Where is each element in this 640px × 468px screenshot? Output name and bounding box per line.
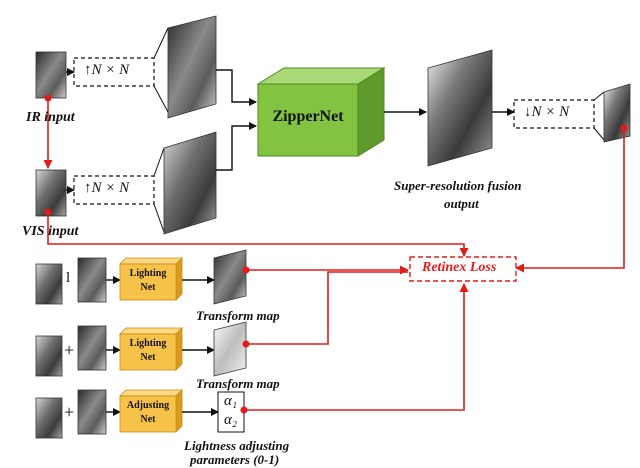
upsample-ir-label: ↑N × N — [84, 62, 130, 78]
row3-input-b — [77, 389, 107, 435]
ir-upsampled-image — [167, 15, 217, 119]
lighting-net-1-label-line2: Net — [140, 282, 156, 293]
lighting-net-2-top — [119, 327, 183, 335]
row2-input-a — [35, 335, 63, 377]
row3-input-a — [35, 397, 63, 439]
projection-line — [153, 27, 169, 59]
zippernet-label: ZipperNet — [272, 108, 344, 125]
lighting-net-1-front — [119, 263, 177, 301]
retinex-loss-label: Retinex Loss — [422, 260, 497, 275]
lighting-net-2-label-line2: Net — [140, 352, 156, 363]
arrow-ir-to-zippernet — [216, 69, 257, 106]
adjusting-net-side — [175, 389, 183, 433]
alpha-2-symbol: α₂ — [224, 412, 238, 428]
lightness-label-line1: Lightness adjusting — [184, 438, 290, 453]
vis-upsampled-image — [163, 131, 217, 235]
lighting-net-2-front — [119, 333, 177, 371]
lighting-net-1-top — [119, 257, 183, 265]
vis-input-label: VIS input — [22, 224, 79, 239]
alpha-params-box — [217, 391, 245, 433]
transform-map-2-image — [213, 321, 247, 377]
row2-input-b — [77, 325, 107, 371]
vis-input-image — [35, 169, 67, 217]
params-to-loss-link — [244, 283, 469, 411]
alpha-1-symbol: α₁ — [224, 393, 238, 409]
sr-output-image — [427, 49, 493, 167]
upsample-vis-label: ↑N × N — [84, 180, 130, 196]
map2-to-loss-link — [246, 271, 408, 345]
transform-map-2-label: Transform map — [196, 376, 280, 391]
adjusting-net-label-line1: Adjusting — [126, 400, 170, 411]
row2-operator: + — [64, 340, 75, 360]
projection-line — [153, 147, 165, 177]
row1-input-b — [77, 257, 107, 303]
arrow-vis-to-zippernet — [216, 122, 257, 171]
adjusting-net-label-line2: Net — [140, 414, 156, 425]
retinex-loss-box — [409, 256, 517, 282]
zippernet-box-side — [357, 67, 385, 157]
adjusting-net-top — [119, 389, 183, 397]
projection-line — [593, 91, 605, 101]
lighting-net-2-side — [175, 327, 183, 371]
lightness-label-line2: parameters (0-1) — [190, 452, 280, 467]
lighting-net-1-label-line1: Lighting — [129, 268, 167, 279]
projection-line — [153, 203, 165, 233]
downsample-box — [513, 99, 595, 129]
downsample-to-loss-link — [515, 128, 625, 273]
row1-input-a — [35, 263, 63, 305]
sr-output-label-line2: output — [444, 196, 479, 211]
upsample-box-ir — [73, 57, 155, 87]
zippernet-box-front — [257, 83, 359, 157]
downsample-label: ↓N × N — [524, 104, 570, 120]
upsample-box-vis — [73, 175, 155, 205]
projection-line — [593, 127, 605, 141]
downsampled-image — [603, 83, 631, 143]
transform-map-1-label: Transform map — [196, 308, 280, 323]
row3-operator: + — [64, 402, 75, 422]
vis-to-loss-link — [47, 212, 469, 257]
ir-input-label: IR input — [26, 110, 75, 125]
lighting-net-2-label-line1: Lighting — [129, 338, 167, 349]
red-node — [44, 94, 52, 102]
lighting-net-1-side — [175, 257, 183, 301]
row1-operator: l — [66, 270, 71, 286]
adjusting-net-front — [119, 395, 177, 433]
sr-output-label-line1: Super-resolution fusion — [394, 178, 522, 193]
transform-map-1-image — [213, 249, 247, 305]
ir-input-image — [35, 51, 67, 99]
projection-line — [153, 85, 169, 113]
